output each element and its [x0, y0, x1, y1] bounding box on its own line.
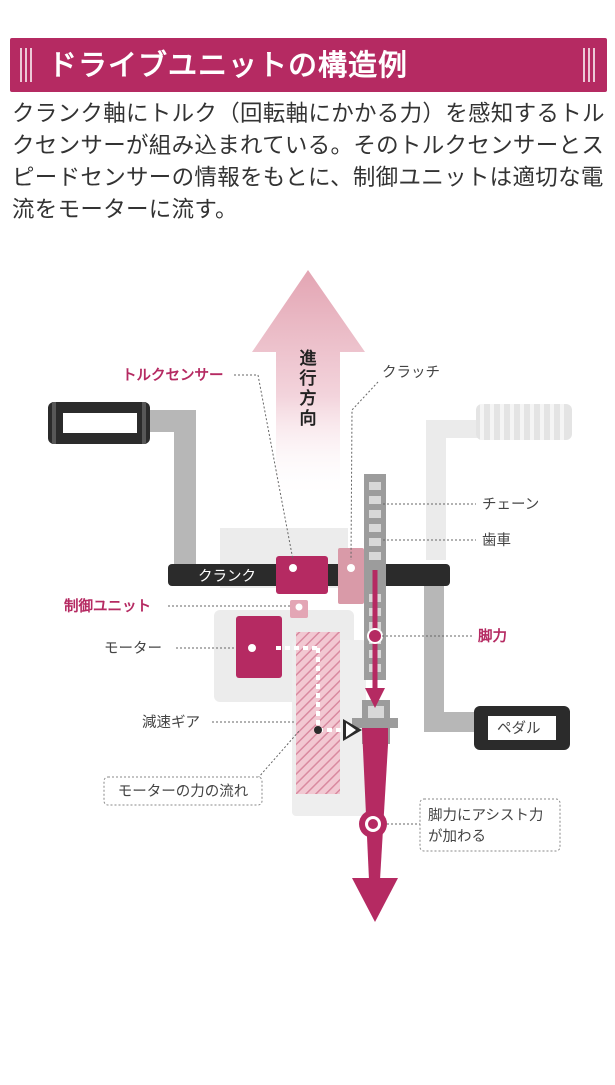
direction-char-4: 向	[300, 408, 317, 429]
label-pedal: ペダル	[497, 720, 541, 737]
label-motor: モーター	[104, 640, 162, 657]
label-gear: 歯車	[482, 532, 511, 549]
torque-sensor	[276, 556, 328, 594]
label-crank: クランク	[198, 568, 256, 585]
label-clutch: クラッチ	[382, 364, 440, 381]
label-torque-sensor: トルクセンサー	[122, 367, 224, 384]
pedal-force-marker	[367, 628, 383, 644]
header-decoration-left	[20, 48, 34, 82]
header-title: ドライブユニットの構造例	[48, 48, 409, 82]
callout-assist-added: 脚力にアシスト力 が加わる	[419, 798, 561, 852]
assist-force-marker	[359, 810, 387, 838]
direction-char-2: 行	[299, 368, 317, 389]
callout-motor-force-flow: モーターの力の流れ	[103, 776, 263, 806]
label-assist-line2: が加わる	[428, 828, 486, 845]
label-chain: チェーン	[482, 497, 539, 513]
near-crank-arm	[140, 410, 196, 580]
direction-char-3: 方	[300, 388, 317, 409]
direction-char-1: 進	[300, 349, 317, 369]
label-reduction-gear: 減速ギア	[142, 714, 200, 731]
clutch	[338, 548, 364, 604]
label-pedal-force: 脚力	[478, 627, 507, 645]
right-crank-arm	[424, 570, 484, 732]
far-crank-arm	[426, 404, 572, 560]
header-banner: ドライブユニットの構造例	[10, 38, 607, 92]
travel-direction-arrow	[252, 270, 365, 500]
reduction-gear-dot	[314, 726, 322, 734]
leader-lines	[168, 374, 476, 825]
label-assist-line1: 脚力にアシスト力	[428, 807, 543, 824]
control-unit	[290, 600, 308, 618]
description-text: クランク軸にトルク（回転軸にかかる力）を感知するトルクセンサーが組み込まれている…	[12, 101, 605, 223]
motor	[236, 616, 282, 678]
label-motor-force-flow: モーターの力の流れ	[118, 783, 249, 800]
combined-force-arrow	[352, 728, 398, 922]
left-pedal-icon	[48, 402, 150, 444]
label-control-unit: 制御ユニット	[64, 597, 151, 615]
motor-force-arrowhead	[343, 719, 362, 741]
travel-direction-label: 進 行 方 向	[299, 349, 317, 429]
right-pedal-icon	[474, 706, 570, 750]
header-decoration-right	[583, 48, 597, 82]
